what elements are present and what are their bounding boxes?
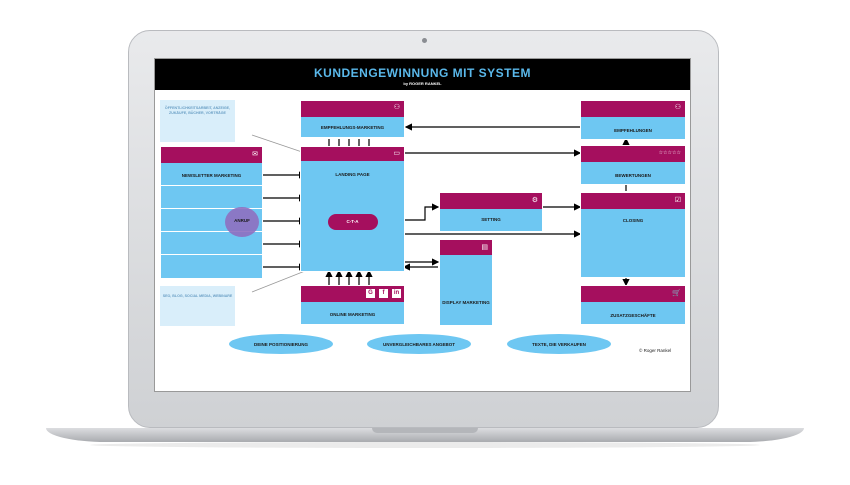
label-seo: SEO, BLOG, SOCIAL MEDIA, WEBINARE [162, 294, 233, 298]
box-zusatzgeschaefte: 🛒 ZUSATZGESCHÄFTE [580, 285, 686, 325]
label-texte: TEXTE, DIE VERKAUFEN [532, 342, 586, 347]
box-newsletter: ✉ NEWSLETTER MARKETING [160, 146, 263, 279]
box-header [301, 101, 404, 117]
label-landing-page: LANDING PAGE [335, 172, 370, 177]
page-subtitle: by ROGER RANKEL [403, 81, 442, 86]
label-closing: CLOSING [622, 218, 644, 223]
box-closing: ☑ CLOSING [580, 192, 686, 278]
oval-positionierung [229, 334, 333, 354]
facebook-icon: f [379, 289, 388, 298]
flow-arrows [251, 123, 630, 293]
monitor-icon: ▭ [393, 150, 400, 157]
laptop-shadow [90, 442, 760, 448]
label-angebot: UNVERGLEICHBARES ANGEBOT [382, 342, 456, 347]
box-header [301, 286, 404, 302]
connector-line [251, 270, 306, 293]
label-bewertungen: BEWERTUNGEN [615, 173, 651, 178]
box-header [581, 286, 685, 302]
connector-line [251, 134, 306, 154]
divider [161, 254, 262, 255]
linkedin-icon: in [392, 289, 401, 298]
screen: KUNDENGEWINNUNG MIT SYSTEM by ROGER RANK… [154, 58, 691, 392]
label-newsletter: NEWSLETTER MARKETING [181, 173, 242, 178]
oval-angebot [367, 334, 471, 354]
label-empfehlungs-marketing: EMPFEHLUNGS-MARKETING [320, 125, 385, 130]
laptop-notch [372, 428, 478, 433]
box-header [581, 101, 685, 117]
cta-pill[interactable] [328, 214, 378, 230]
box-header [581, 193, 685, 209]
box-setting: ⚙ SETTING [439, 192, 543, 232]
box-empfehlungen: ⚇ EMPFEHLUNGEN [580, 100, 686, 140]
box-seo: SEO, BLOG, SOCIAL MEDIA, WEBINARE [160, 286, 235, 326]
people-icon: ⚇ [674, 104, 681, 111]
divider [161, 185, 262, 186]
anruf-circle [225, 207, 259, 237]
box-empfehlungs-marketing: ⚇ EMPFEHLUNGS-MARKETING [300, 100, 405, 138]
box-online-marketing: G f in ONLINE MARKETING [300, 285, 405, 325]
divider [161, 208, 262, 209]
display-ad-icon: ▤ [481, 244, 488, 251]
label-display-marketing: DISPLAY MARKETING [442, 300, 490, 305]
label-cta: C-T-A [346, 219, 359, 224]
copyright: © Roger Rankel [639, 348, 672, 353]
box-display-marketing: ▤ DISPLAY MARKETING [439, 239, 493, 326]
arrow-line [404, 203, 440, 221]
box-header [301, 147, 404, 161]
divider [161, 231, 262, 232]
label-positionierung: DEINE POSITIONIERUNG [253, 342, 308, 347]
cart-icon: 🛒 [672, 290, 681, 297]
camera-icon [422, 38, 427, 43]
oval-texte [507, 334, 611, 354]
label-zusatzgeschaefte: ZUSATZGESCHÄFTE [610, 313, 656, 318]
label-anruf: ANRUF [234, 218, 250, 223]
laptop-base [46, 428, 804, 442]
box-bewertungen: ☆☆☆☆☆ BEWERTUNGEN [580, 145, 686, 185]
title-bar: KUNDENGEWINNUNG MIT SYSTEM by ROGER RANK… [155, 59, 690, 90]
box-header [581, 146, 685, 162]
envelope-icon: ✉ [252, 151, 258, 158]
label-setting: SETTING [481, 217, 501, 222]
label-oeffentlichkeit: ÖFFENTLICHKEITSARBEIT, ANZEIGE, ZUKÄUFE,… [164, 106, 231, 115]
page-title: KUNDENGEWINNUNG MIT SYSTEM [314, 66, 531, 80]
people-icon: ⚇ [393, 104, 400, 111]
label-empfehlungen: EMPFEHLUNGEN [614, 128, 652, 133]
box-header [161, 147, 262, 163]
label-online-marketing: ONLINE MARKETING [329, 312, 376, 317]
box-landing-page: ▭ LANDING PAGE C-T-A [300, 146, 405, 272]
box-header [440, 240, 492, 255]
star-rating-icon: ☆☆☆☆☆ [658, 150, 681, 156]
box-header [440, 193, 542, 209]
checkbox-icon: ☑ [674, 197, 681, 204]
gear-icon: ⚙ [531, 197, 538, 204]
box-oeffentlichkeit: ÖFFENTLICHKEITSARBEIT, ANZEIGE, ZUKÄUFE,… [160, 100, 235, 142]
google-icon: G [366, 289, 375, 298]
